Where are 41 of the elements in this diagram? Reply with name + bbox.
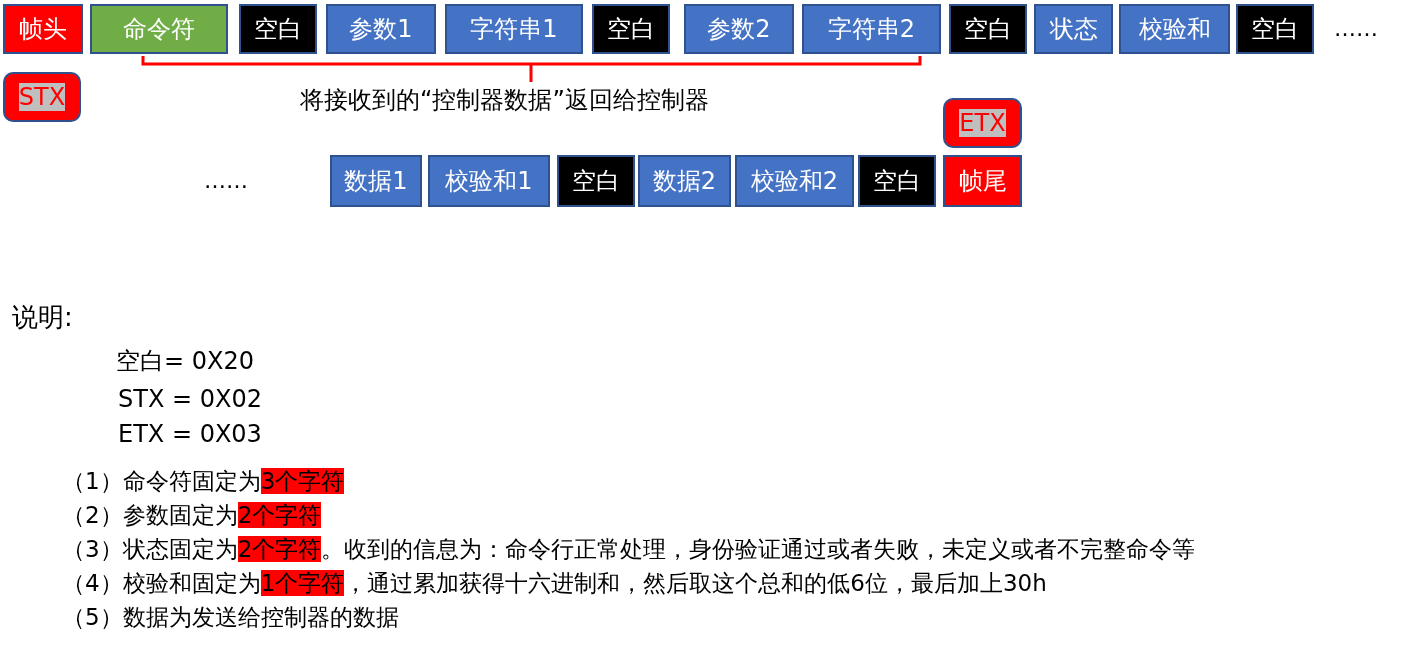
field-box: 字符串2 [802,4,941,54]
highlighted-text: STX [18,83,66,111]
field-box: 字符串1 [445,4,583,54]
field-box: 命令符 [90,4,228,54]
field-box: 帧头 [3,4,83,54]
note-text: （1）命令符固定为 [62,468,261,494]
field-box: 空白 [557,155,635,207]
field-box: 校验和 [1119,4,1230,54]
field-box: 参数1 [326,4,436,54]
ellipsis: …… [1334,15,1378,43]
highlighted-text: ETX [959,109,1006,137]
highlighted-text: 2个字符 [237,536,322,562]
highlighted-text: 2个字符 [237,502,322,528]
field-box: 空白 [858,155,936,207]
field-box: 数据2 [638,155,731,207]
note-text: （5）数据为发送给控制器的数据 [62,604,399,630]
note-text: 。收到的信息为：命令行正常处理，身份验证通过或者失败，未定义或者不完整命令等 [321,536,1196,562]
field-box: 空白 [239,4,317,54]
note-text: （4）校验和固定为 [62,570,261,596]
field-box: 数据1 [330,155,422,207]
note-text: （2）参数固定为 [62,502,238,528]
field-box: 帧尾 [943,155,1022,207]
ellipsis: …… [204,167,248,195]
note-text: ，通过累加获得十六进制和，然后取这个总和的低6位，最后加上30h [344,570,1047,596]
field-box: 校验和2 [735,155,854,207]
field-box: 空白 [1236,4,1314,54]
note-text: 空白= 0X20 [116,346,254,376]
field-box: 状态 [1034,4,1113,54]
field-box: 空白 [592,4,670,54]
note-text: STX = 0X02 [118,384,262,414]
field-box: 校验和1 [428,155,550,207]
note-text: （3）状态固定为 [62,536,238,562]
marker-box [943,98,1022,148]
field-box: 参数2 [684,4,794,54]
highlighted-text: 3个字符 [260,468,345,494]
note-text: ETX = 0X03 [118,419,262,449]
bracket-label: 将接收到的“控制器数据”返回给控制器 [300,85,709,115]
heading: 说明: [12,302,73,332]
marker-box [3,72,81,122]
highlighted-text: 1个字符 [260,570,345,596]
field-box: 空白 [949,4,1027,54]
